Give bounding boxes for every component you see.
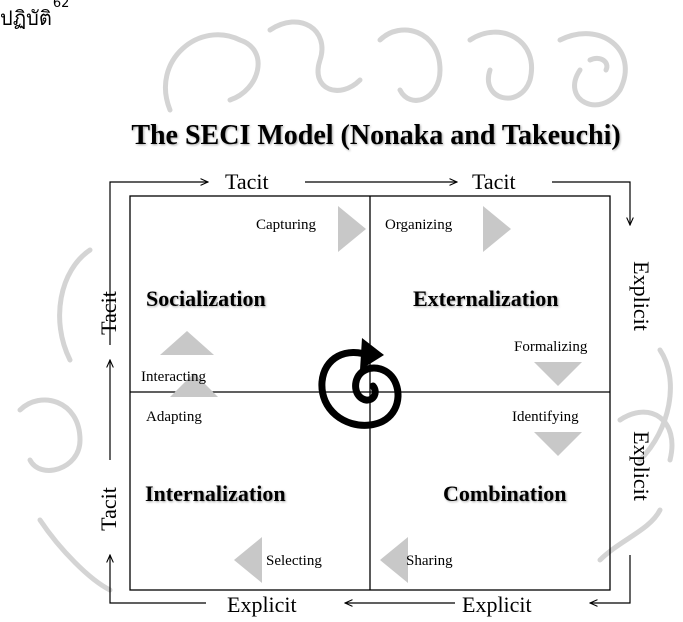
spiral-icon: [318, 348, 402, 429]
edge-label-bottom-left: Explicit: [227, 592, 297, 617]
edge-label-left-bottom: Tacit: [96, 487, 121, 531]
triangle-arrow-icon: [483, 206, 511, 252]
step-label-sharing: Sharing: [406, 553, 453, 569]
triangle-arrow-icon: [338, 206, 366, 252]
line-arrow-icon: [590, 555, 631, 603]
line-arrow-icon: [552, 181, 630, 225]
triangle-arrow-icon: [234, 537, 262, 583]
edge-label-right-top: Explicit: [629, 261, 654, 331]
step-label-formalizing: Formalizing: [514, 339, 588, 355]
footnote-number: 62: [52, 0, 70, 11]
spiral-arrowhead-icon: [360, 338, 384, 370]
diagram-title: The SECI Model (Nonaka and Takeuchi): [131, 120, 621, 151]
triangle-arrow-icon: [170, 373, 218, 397]
quadrant-internalization: Internalization: [145, 481, 286, 506]
edge-label-top-left: Tacit: [225, 169, 269, 194]
line-arrow-icon: [110, 555, 206, 604]
quadrant-socialization: Socialization: [146, 286, 266, 311]
step-label-capturing: Capturing: [256, 217, 316, 233]
line-arrow-icon: [109, 182, 208, 345]
step-label-adapting: Adapting: [146, 409, 202, 425]
triangle-arrow-icon: [534, 432, 582, 456]
edge-label-right-bottom: Explicit: [629, 431, 654, 501]
step-label-identifying: Identifying: [512, 409, 579, 425]
page-header-text: ปฏิบัติ62: [0, 0, 70, 34]
quadrant-externalization: Externalization: [413, 286, 559, 311]
edge-label-left-top: Tacit: [96, 291, 121, 335]
thai-text: ปฏิบัติ: [0, 6, 52, 30]
edge-label-bottom-right: Explicit: [462, 592, 532, 617]
triangle-arrow-icon: [534, 362, 582, 386]
edge-label-top-right: Tacit: [472, 169, 516, 194]
triangle-arrow-icon: [160, 331, 214, 355]
step-label-interacting: Interacting: [141, 369, 206, 385]
step-label-selecting: Selecting: [266, 553, 322, 569]
step-label-organizing: Organizing: [385, 217, 453, 233]
triangle-arrow-icon: [380, 537, 408, 583]
quadrant-combination: Combination: [443, 481, 567, 506]
outer-arrows: [110, 182, 630, 603]
